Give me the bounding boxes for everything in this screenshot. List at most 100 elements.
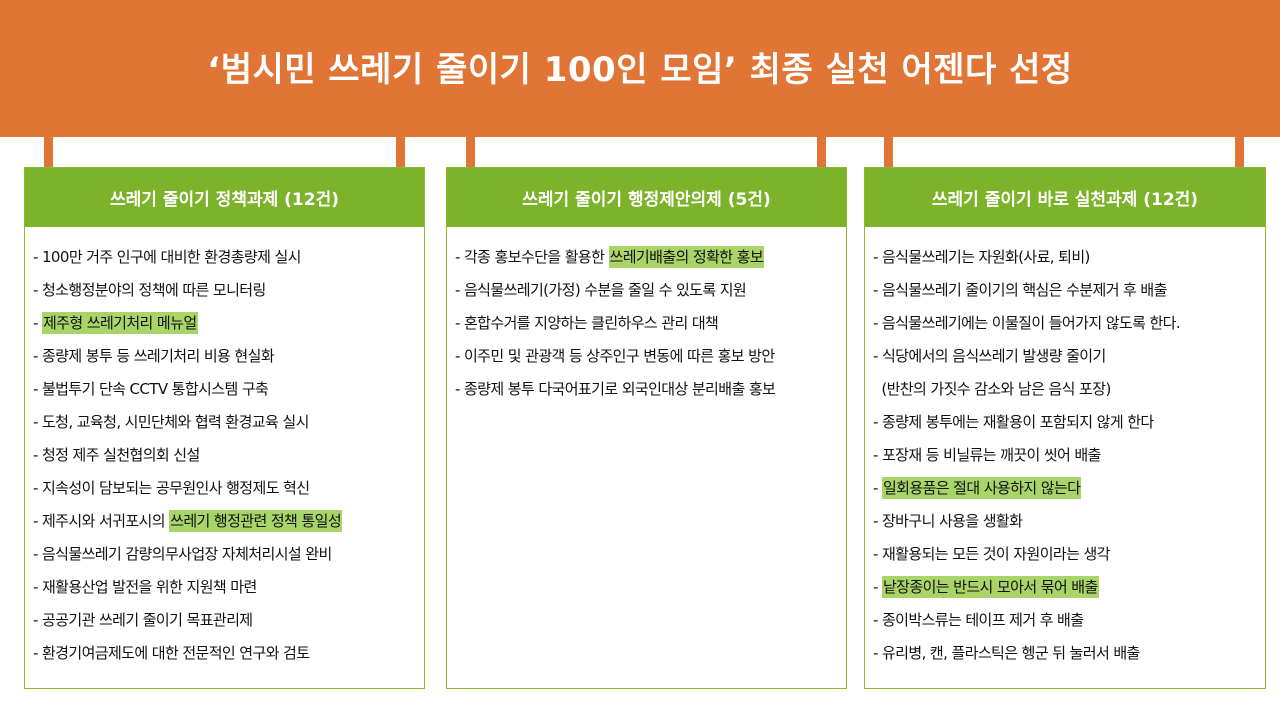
item-text: 환경기여금제도에 대한 전문적인 연구와 검토 <box>41 644 310 662</box>
bullet: - <box>33 512 42 530</box>
item-text: 공공기관 쓰레기 줄이기 목표관리제 <box>41 611 253 629</box>
panel-list: - 100만 거주 인구에 대비한 환경총량제 실시- 청소행정분야의 정책에 … <box>25 227 424 670</box>
list-item: - 종이박스류는 테이프 제거 후 배출 <box>873 604 1255 637</box>
list-item: - 혼합수거를 지양하는 클린하우스 관리 대책 <box>455 307 836 340</box>
list-item: - 공공기관 쓰레기 줄이기 목표관리제 <box>33 604 414 637</box>
list-item: - 재활용되는 모든 것이 자원이라는 생각 <box>873 538 1255 571</box>
list-item: - 음식물쓰레기는 자원화(사료, 퇴비) <box>873 241 1255 274</box>
item-text: 장바구니 사용을 생활화 <box>881 512 1023 530</box>
bullet: - <box>455 248 464 266</box>
highlighted-text: 낱장종이는 반드시 모아서 묶어 배출 <box>881 576 1099 598</box>
item-text: 이주민 및 관광객 등 상주인구 변동에 따른 홍보 방안 <box>463 347 775 365</box>
list-item: - 불법투기 단속 CCTV 통합시스템 구축 <box>33 373 414 406</box>
list-item: - 환경기여금제도에 대한 전문적인 연구와 검토 <box>33 637 414 670</box>
page-title: ‘범시민 쓰레기 줄이기 100인 모임’ 최종 실천 어젠다 선정 <box>207 50 1073 90</box>
bullet: - <box>873 578 882 596</box>
bullet: - <box>873 347 882 365</box>
bullet: - <box>873 281 882 299</box>
list-item: - 음식물쓰레기에는 이물질이 들어가지 않도록 한다. <box>873 307 1255 340</box>
bullet: - <box>33 611 42 629</box>
item-text: 도청, 교육청, 시민단체와 협력 환경교육 실시 <box>41 413 309 431</box>
item-text: 제주시와 서귀포시의 <box>41 512 170 530</box>
bullet: - <box>455 347 464 365</box>
list-item: - 100만 거주 인구에 대비한 환경총량제 실시 <box>33 241 414 274</box>
item-text: 각종 홍보수단을 활용한 <box>463 248 609 266</box>
item-text: 종이박스류는 테이프 제거 후 배출 <box>881 611 1084 629</box>
list-item: - 제주시와 서귀포시의 쓰레기 행정관련 정책 통일성 <box>33 505 414 538</box>
list-item: - 장바구니 사용을 생활화 <box>873 505 1255 538</box>
list-item: - 종량제 봉투 다국어표기로 외국인대상 분리배출 홍보 <box>455 373 836 406</box>
item-text: (반찬의 가짓수 감소와 남은 음식 포장) <box>881 380 1111 398</box>
list-item: - 음식물쓰레기 감량의무사업장 자체처리시설 완비 <box>33 538 414 571</box>
bullet: - <box>33 413 42 431</box>
list-item: - 도청, 교육청, 시민단체와 협력 환경교육 실시 <box>33 406 414 439</box>
bullet: - <box>873 512 882 530</box>
title-banner: ‘범시민 쓰레기 줄이기 100인 모임’ 최종 실천 어젠다 선정 <box>0 0 1280 137</box>
bullet: - <box>873 446 882 464</box>
item-text: 불법투기 단속 CCTV 통합시스템 구축 <box>41 380 269 398</box>
item-text: 청정 제주 실천협의회 신설 <box>41 446 200 464</box>
bullet: - <box>33 446 42 464</box>
list-item: - 청소행정분야의 정책에 따른 모니터링 <box>33 274 414 307</box>
item-text: 음식물쓰레기는 자원화(사료, 퇴비) <box>881 248 1090 266</box>
highlighted-text: 쓰레기배출의 정확한 홍보 <box>608 246 765 268</box>
panel-list: - 각종 홍보수단을 활용한 쓰레기배출의 정확한 홍보- 음식물쓰레기(가정)… <box>447 227 846 406</box>
panel-header: 쓰레기 줄이기 행정제안의제 (5건) <box>447 168 846 227</box>
list-item: - 청정 제주 실천협의회 신설 <box>33 439 414 472</box>
bullet: - <box>455 380 464 398</box>
list-item: - 음식물쓰레기(가정) 수분을 줄일 수 있도록 지원 <box>455 274 836 307</box>
list-item: - 낱장종이는 반드시 모아서 묶어 배출 <box>873 571 1255 604</box>
panel-header: 쓰레기 줄이기 바로 실천과제 (12건) <box>865 168 1265 227</box>
item-text: 재활용되는 모든 것이 자원이라는 생각 <box>881 545 1110 563</box>
item-text: 음식물쓰레기 감량의무사업장 자체처리시설 완비 <box>41 545 332 563</box>
panel-list: - 음식물쓰레기는 자원화(사료, 퇴비)- 음식물쓰레기 줄이기의 핵심은 수… <box>865 227 1265 670</box>
list-item: - 종량제 봉투에는 재활용이 포함되지 않게 한다 <box>873 406 1255 439</box>
list-item: - 제주형 쓰레기처리 메뉴얼 <box>33 307 414 340</box>
item-text: 100만 거주 인구에 대비한 환경총량제 실시 <box>41 248 301 266</box>
list-item: - 지속성이 담보되는 공무원인사 행정제도 혁신 <box>33 472 414 505</box>
policy-tasks-panel: 쓰레기 줄이기 정책과제 (12건) - 100만 거주 인구에 대비한 환경총… <box>24 167 425 689</box>
panel-header: 쓰레기 줄이기 정책과제 (12건) <box>25 168 424 227</box>
list-item: - 각종 홍보수단을 활용한 쓰레기배출의 정확한 홍보 <box>455 241 836 274</box>
bullet: - <box>33 479 42 497</box>
list-item: - 식당에서의 음식쓰레기 발생량 줄이기 <box>873 340 1255 373</box>
bullet: - <box>33 545 42 563</box>
item-text: 음식물쓰레기 줄이기의 핵심은 수분제거 후 배출 <box>881 281 1167 299</box>
list-item: - 종량제 봉투 등 쓰레기처리 비용 현실화 <box>33 340 414 373</box>
bullet: - <box>873 413 882 431</box>
bullet: - <box>873 314 882 332</box>
bullet: - <box>33 347 42 365</box>
practice-tasks-panel: 쓰레기 줄이기 바로 실천과제 (12건) - 음식물쓰레기는 자원화(사료, … <box>864 167 1266 689</box>
bullet: - <box>33 314 42 332</box>
highlighted-text: 일회용품은 절대 사용하지 않는다 <box>881 477 1082 499</box>
bullet: - <box>873 248 882 266</box>
item-text: 종량제 봉투에는 재활용이 포함되지 않게 한다 <box>881 413 1154 431</box>
list-item: - 포장재 등 비닐류는 깨끗이 씻어 배출 <box>873 439 1255 472</box>
list-item: - 일회용품은 절대 사용하지 않는다 <box>873 472 1255 505</box>
bullet: - <box>33 578 42 596</box>
list-item: - 재활용산업 발전을 위한 지원책 마련 <box>33 571 414 604</box>
bullet: - <box>873 644 882 662</box>
item-text: 종량제 봉투 등 쓰레기처리 비용 현실화 <box>41 347 275 365</box>
bullet: - <box>33 281 42 299</box>
item-text: 혼합수거를 지양하는 클린하우스 관리 대책 <box>463 314 719 332</box>
admin-proposals-panel: 쓰레기 줄이기 행정제안의제 (5건) - 각종 홍보수단을 활용한 쓰레기배출… <box>446 167 847 689</box>
bullet: - <box>455 314 464 332</box>
item-text: 종량제 봉투 다국어표기로 외국인대상 분리배출 홍보 <box>463 380 776 398</box>
list-item: (반찬의 가짓수 감소와 남은 음식 포장) <box>873 373 1255 406</box>
item-text: 음식물쓰레기(가정) 수분을 줄일 수 있도록 지원 <box>463 281 747 299</box>
highlighted-text: 제주형 쓰레기처리 메뉴얼 <box>41 312 198 334</box>
list-item: - 이주민 및 관광객 등 상주인구 변동에 따른 홍보 방안 <box>455 340 836 373</box>
bullet: - <box>873 545 882 563</box>
item-text: 유리병, 캔, 플라스틱은 헹군 뒤 눌러서 배출 <box>881 644 1140 662</box>
list-item: - 음식물쓰레기 줄이기의 핵심은 수분제거 후 배출 <box>873 274 1255 307</box>
item-text: 청소행정분야의 정책에 따른 모니터링 <box>41 281 266 299</box>
item-text: 음식물쓰레기에는 이물질이 들어가지 않도록 한다. <box>881 314 1181 332</box>
bullet: - <box>873 479 882 497</box>
bullet: - <box>33 248 42 266</box>
highlighted-text: 쓰레기 행정관련 정책 통일성 <box>169 510 343 532</box>
bullet: - <box>33 380 42 398</box>
item-text: 포장재 등 비닐류는 깨끗이 씻어 배출 <box>881 446 1101 464</box>
bullet: - <box>33 644 42 662</box>
item-text: 재활용산업 발전을 위한 지원책 마련 <box>41 578 257 596</box>
